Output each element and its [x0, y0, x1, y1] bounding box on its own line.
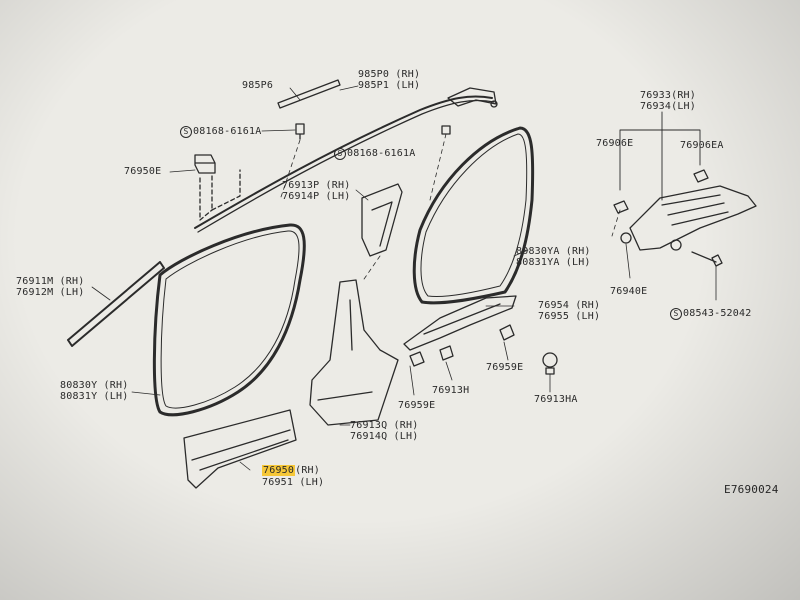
- bolt-upper-left: [295, 123, 305, 140]
- roof-rail-trim: [194, 95, 493, 229]
- s-symbol-icon: S: [670, 308, 682, 320]
- bolt-upper-mid: [441, 125, 451, 135]
- label-985P6: 985P6: [242, 80, 274, 91]
- label-76906E: 76906E: [596, 138, 634, 149]
- label-76959E-left: 76959E: [398, 400, 436, 411]
- s-symbol-icon: S: [180, 126, 192, 138]
- kick-plate: [183, 409, 297, 489]
- roof-bracket: [447, 87, 497, 107]
- screw-08543: [691, 251, 723, 267]
- highlighted-part-number: 76950: [262, 465, 296, 476]
- label-76951: 76951 (LH): [262, 477, 325, 488]
- clip-76950E: [194, 154, 216, 174]
- label-76913H: 76913H: [432, 385, 470, 396]
- label-80831Y: 80831Y (LH): [60, 391, 129, 402]
- front-pillar-molding: [67, 261, 165, 347]
- rear-kick-plate: [403, 295, 517, 351]
- label-76913Q: 76913Q (RH): [350, 420, 419, 431]
- s-symbol-icon: S: [334, 148, 346, 160]
- label-76914Q: 76914Q (LH): [350, 431, 419, 442]
- clip-bar-985P6: [277, 79, 341, 109]
- label-76933: 76933(RH): [640, 90, 696, 101]
- label-76911M: 76911M (RH): [16, 276, 85, 287]
- label-76906EA: 76906EA: [680, 140, 724, 151]
- label-76914P: 76914P (LH): [282, 191, 351, 202]
- label-80830YA: 80830YA (RH): [516, 246, 591, 257]
- label-80830Y: 80830Y (RH): [60, 380, 129, 391]
- label-76954: 76954 (RH): [538, 300, 601, 311]
- label-76955: 76955 (LH): [538, 311, 601, 322]
- grommet-76913HA: [542, 352, 558, 368]
- label-76913P: 76913P (RH): [282, 180, 351, 191]
- front-door-weatherstrip: [152, 223, 306, 417]
- label-76913HA: 76913HA: [534, 394, 578, 405]
- label-76934: 76934(LH): [640, 101, 696, 112]
- clip-76959E-b: [499, 324, 515, 341]
- label-76950: 76950(RH): [262, 465, 320, 476]
- label-76940E: 76940E: [610, 286, 648, 297]
- label-76959E-right: 76959E: [486, 362, 524, 373]
- b-pillar-lower-trim: [309, 279, 399, 426]
- label-985P1: 985P1 (LH): [358, 80, 421, 91]
- clip-76959E-a: [409, 351, 425, 367]
- label-985P0: 985P0 (RH): [358, 69, 421, 80]
- label-76912M: 76912M (LH): [16, 287, 85, 298]
- label-76950E: 76950E: [124, 166, 162, 177]
- clip-76913H: [439, 345, 454, 361]
- rear-door-weatherstrip: [412, 126, 535, 305]
- b-pillar-upper-trim: [361, 183, 403, 257]
- rear-pillar-trim: [629, 185, 757, 251]
- diagram-code: E7690024: [724, 483, 779, 496]
- label-80831YA: 80831YA (LH): [516, 257, 591, 268]
